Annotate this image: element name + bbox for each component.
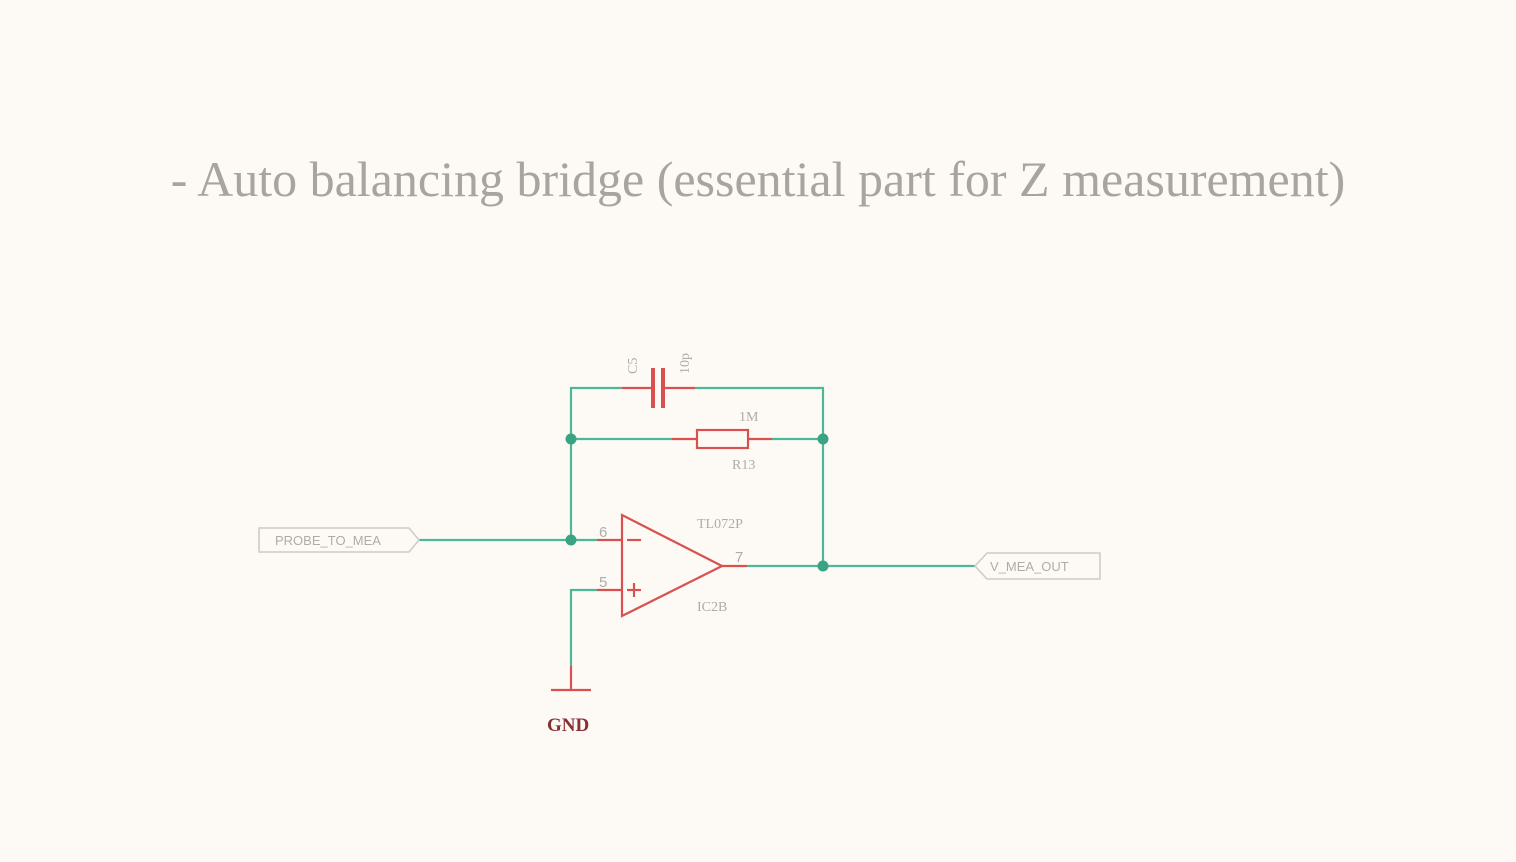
slide-title: - Auto balancing bridge (essential part … [170, 151, 1346, 207]
junctions [565, 433, 829, 572]
junction-node [565, 534, 577, 546]
output-port-shape [973, 552, 1101, 580]
resistor-r13: 1M R13 [672, 410, 772, 473]
junction-node [565, 433, 577, 445]
opamp-triangle [620, 513, 725, 618]
pin-number-7: 7 [735, 549, 743, 566]
junction-node [817, 433, 829, 445]
opamp-ref-label: IC2B [697, 600, 727, 615]
input-port: PROBE_TO_MEA [258, 527, 421, 553]
wire-cap-left [569, 386, 622, 540]
pin-number-5: 5 [599, 574, 607, 591]
opamp-ic2b: 6 5 7 TL072P IC2B [597, 513, 747, 618]
resistor-ref-label: R13 [732, 458, 755, 473]
capacitor-ref-label: C5 [626, 358, 641, 374]
output-port-label: V_MEA_OUT [990, 559, 1069, 574]
capacitor-c5: C5 10p [622, 353, 695, 408]
wire-cap-right [695, 386, 825, 566]
pin-number-6: 6 [599, 524, 607, 541]
input-port-label: PROBE_TO_MEA [275, 533, 381, 548]
input-port-shape [258, 527, 421, 553]
ground-label: GND [547, 715, 589, 736]
ground-symbol: GND [547, 666, 591, 736]
resistor-value-label: 1M [739, 410, 759, 425]
capacitor-value-label: 10p [678, 353, 693, 374]
output-port: V_MEA_OUT [973, 552, 1101, 580]
wires [419, 386, 975, 666]
junction-node [817, 560, 829, 572]
opamp-part-label: TL072P [697, 517, 743, 532]
wire-ground [569, 588, 597, 666]
